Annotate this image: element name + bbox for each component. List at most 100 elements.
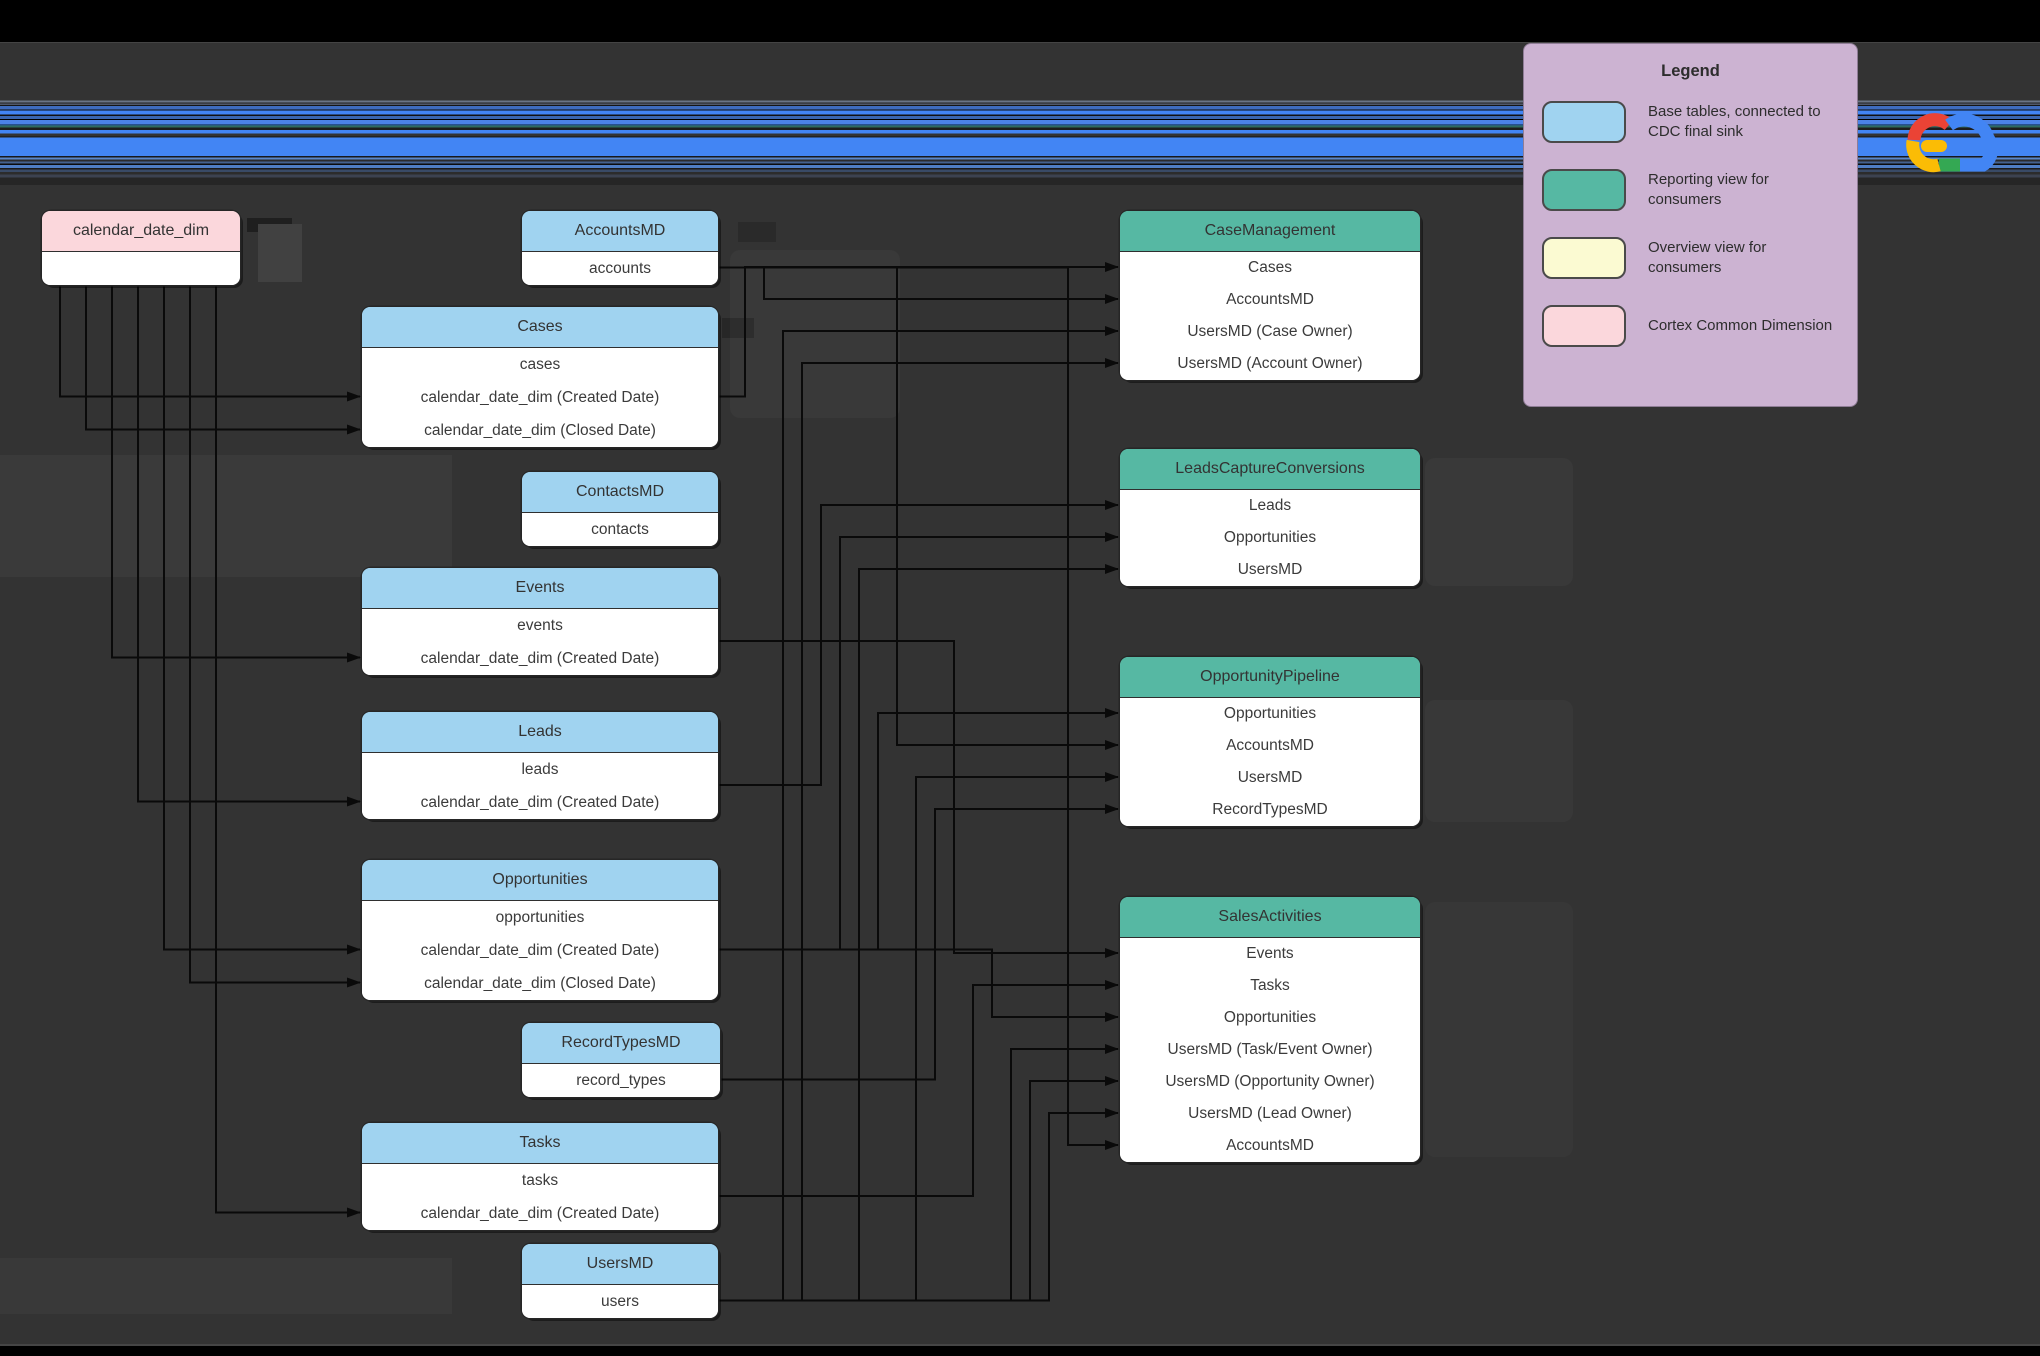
- entity-AccountsMD[interactable]: AccountsMD accounts: [522, 211, 718, 285]
- legend-swatch-reporting-view: [1542, 169, 1626, 211]
- legend-label: Reporting view for consumers: [1648, 171, 1769, 208]
- legend-label: Overview view for consumers: [1648, 239, 1767, 276]
- entity-body: cases calendar_date_dim (Created Date) cal…: [362, 348, 718, 447]
- entity-body: contacts: [522, 513, 718, 546]
- entity-title-OpportunityPipeline: OpportunityPipeline: [1120, 657, 1420, 698]
- entity-row: AccountsMD: [1226, 1137, 1314, 1154]
- google-cloud-logo: [1906, 113, 1999, 173]
- entity-body: tasks calendar_date_dim (Created Date): [362, 1164, 718, 1230]
- entity-RecordTypesMD[interactable]: RecordTypesMD record_types: [522, 1023, 720, 1097]
- gcp-yellow-arc: [1906, 139, 1941, 173]
- legend-swatch-overview-view: [1542, 237, 1626, 279]
- entity-row: cases: [519, 355, 561, 373]
- entity-calendar_date_dim[interactable]: calendar_date_dim: [42, 211, 240, 285]
- entity-row: UsersMD (Account Owner): [1177, 355, 1363, 372]
- entity-row: Events: [1246, 945, 1294, 962]
- connector-calendar_date_dim-to-Events: [111, 284, 361, 663]
- entity-body: events calendar_date_dim (Created Date): [362, 609, 718, 675]
- entity-UsersMD[interactable]: UsersMD users: [522, 1244, 718, 1318]
- legend-item-reporting-view: Reporting view for consumers: [1542, 169, 1839, 211]
- entity-row: users: [601, 1292, 639, 1310]
- connector-calendar_date_dim-to-Tasks: [215, 284, 361, 1218]
- connector-Opportunities-to-SalesActivities: [718, 948, 1119, 1022]
- entity-title-SalesActivities: SalesActivities: [1120, 897, 1420, 938]
- connector-Tasks-to-SalesActivities: [718, 980, 1119, 1197]
- top-black-bar: [0, 0, 2040, 43]
- entity-row: UsersMD (Case Owner): [1187, 323, 1353, 340]
- connector-calendar_date_dim-to-Opportunities: [189, 284, 361, 988]
- entity-row: Opportunities: [1223, 529, 1317, 546]
- entity-row: accounts: [588, 259, 652, 277]
- entity-row: leads: [521, 760, 559, 778]
- entity-title-AccountsMD: AccountsMD: [522, 211, 718, 252]
- entity-title-Tasks: Tasks: [362, 1123, 718, 1164]
- entity-title-CaseManagement: CaseManagement: [1120, 211, 1420, 252]
- entity-row: UsersMD: [1237, 561, 1303, 578]
- legend-item-base-tables: Base tables, connected to CDC final sink: [1542, 101, 1839, 143]
- connector-calendar_date_dim-to-Cases: [59, 284, 361, 402]
- entity-title-Leads: Leads: [362, 712, 718, 753]
- legend-swatch-base-tables: [1542, 101, 1626, 143]
- connector-AccountsMD-to-SalesActivities: [718, 266, 1119, 1150]
- entity-row: UsersMD: [1237, 769, 1303, 786]
- entity-title-calendar_date_dim: calendar_date_dim: [42, 211, 240, 252]
- connector-calendar_date_dim-to-Leads: [137, 284, 361, 807]
- legend-item-overview-view: Overview view for consumers: [1542, 237, 1839, 279]
- entity-row: UsersMD (Lead Owner): [1188, 1105, 1352, 1122]
- legend-label: Cortex Common Dimension: [1648, 317, 1833, 335]
- entity-row: calendar_date_dim (Created Date): [420, 1204, 660, 1222]
- entity-Leads[interactable]: Leads leads calendar_date_dim (Created Dat…: [362, 712, 718, 819]
- entity-row: calendar_date_dim (Closed Date): [424, 974, 656, 992]
- legend-swatch-cortex-dimension: [1542, 305, 1626, 347]
- entity-row: events: [517, 616, 563, 634]
- entity-row: UsersMD (Task/Event Owner): [1167, 1041, 1373, 1058]
- entity-row: calendar_date_dim (Closed Date): [424, 421, 656, 439]
- entity-row: AccountsMD: [1226, 737, 1314, 754]
- legend-item-cortex-dimension: Cortex Common Dimension: [1542, 305, 1839, 347]
- entity-row: calendar_date_dim (Created Date): [420, 388, 660, 406]
- legend-label: Base tables, connected to CDC final sink: [1648, 103, 1821, 140]
- entity-row: Tasks: [1250, 977, 1290, 994]
- entity-row: Opportunities: [1223, 1009, 1317, 1026]
- legend-title: Legend: [1661, 62, 1720, 80]
- entity-title-ContactsMD: ContactsMD: [522, 472, 718, 513]
- entity-row: AccountsMD: [1226, 291, 1314, 308]
- entity-ContactsMD[interactable]: ContactsMD contacts: [522, 472, 718, 546]
- connector-RecordTypesMD-to-OpportunityPipeline: [720, 804, 1119, 1081]
- entity-row: calendar_date_dim (Created Date): [420, 941, 660, 959]
- entity-row: calendar_date_dim (Created Date): [420, 793, 660, 811]
- entity-title-Opportunities: Opportunities: [362, 860, 718, 901]
- gcp-red-arc: [1907, 113, 1954, 141]
- entity-row: [42, 252, 240, 285]
- connector-calendar_date_dim-to-Opportunities: [163, 284, 361, 955]
- entity-body: leads calendar_date_dim (Created Date): [362, 753, 718, 819]
- entity-body: [42, 252, 240, 285]
- connector-calendar_date_dim-to-Cases: [85, 284, 361, 435]
- entity-row: calendar_date_dim (Created Date): [420, 649, 660, 667]
- entity-body: record_types: [522, 1064, 720, 1097]
- entity-title-Events: Events: [362, 568, 718, 609]
- entity-body: users: [522, 1285, 718, 1318]
- entity-Events[interactable]: Events events calendar_date_dim (Created D…: [362, 568, 718, 675]
- entity-title-UsersMD: UsersMD: [522, 1244, 718, 1285]
- gcp-blue-arc: [1945, 113, 1999, 172]
- entity-row: tasks: [521, 1171, 559, 1189]
- entity-row: record_types: [576, 1071, 666, 1089]
- entity-row: contacts: [591, 520, 649, 538]
- entity-row: Opportunities: [1223, 705, 1317, 722]
- entity-title-RecordTypesMD: RecordTypesMD: [522, 1023, 720, 1064]
- entity-title-LeadsCaptureConversions: LeadsCaptureConversions: [1120, 449, 1420, 490]
- entity-Tasks[interactable]: Tasks tasks calendar_date_dim (Created Dat…: [362, 1123, 718, 1230]
- connector-UsersMD-to-SalesActivities: [718, 1108, 1119, 1302]
